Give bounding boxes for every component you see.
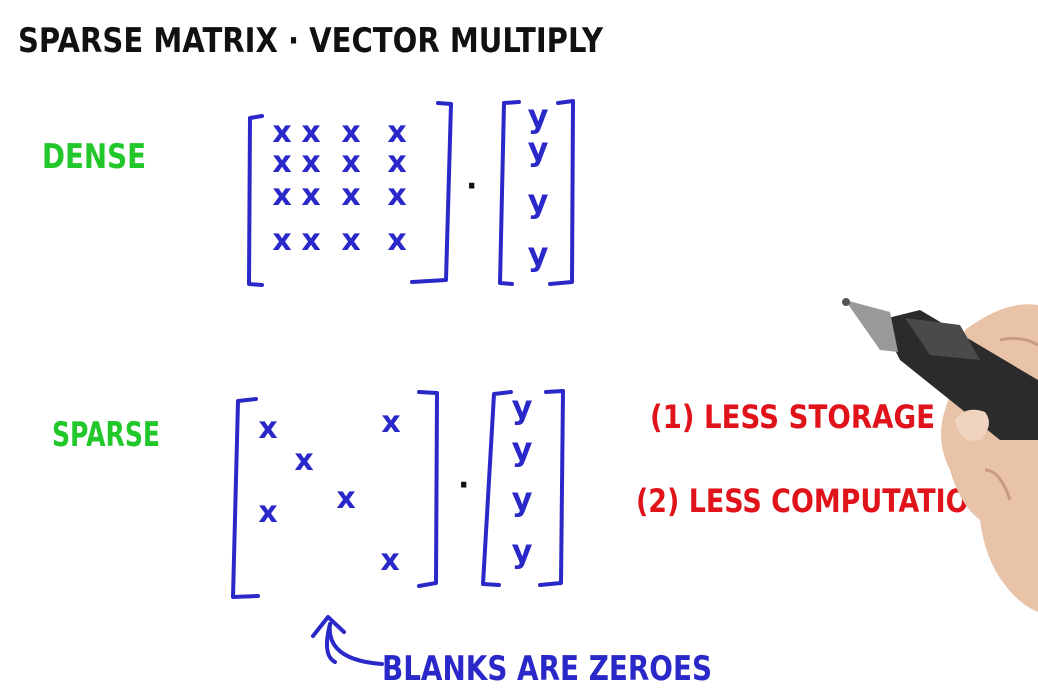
sparse-matrix-entry: x	[294, 443, 313, 478]
sparse-vector-entry: y	[512, 532, 533, 570]
dense-matrix-entry: x	[387, 178, 406, 213]
dense-matrix-entry: x	[272, 115, 291, 150]
sparse-vector-left-bracket	[481, 390, 513, 587]
dense-matrix-entry: x	[341, 178, 360, 213]
sparse-vector-entry: y	[512, 480, 533, 518]
annotation-arrow-tail	[327, 622, 384, 666]
sparse-label: SPARSE	[52, 415, 160, 455]
sparse-matrix-entry: x	[258, 411, 277, 446]
dense-vector-right-bracket	[548, 99, 575, 286]
sparse-matrix-left-bracket	[231, 397, 260, 599]
sparse-matrix-entry: x	[258, 495, 277, 530]
dense-label: DENSE	[42, 137, 146, 177]
dense-vector-entry: y	[528, 235, 549, 273]
dense-matrix-entry: x	[301, 223, 320, 258]
benefit-less-computation: (2) LESS COMPUTATION	[636, 482, 991, 520]
dense-vector	[498, 99, 575, 286]
dense-matrix-entry: x	[301, 145, 320, 180]
sparse-matrix-entry: x	[380, 543, 399, 578]
sparse-vector	[481, 389, 565, 587]
dense-vector-entry: y	[528, 182, 549, 220]
dense-matrix	[247, 101, 453, 287]
sparse-matrix	[231, 390, 439, 599]
dense-matrix-entry: x	[301, 178, 320, 213]
dense-dot-operator: ·	[466, 169, 477, 204]
dense-vector-entry: y	[528, 130, 549, 168]
pen-tip	[845, 300, 898, 352]
dense-matrix-entry: x	[272, 145, 291, 180]
sparse-matrix-entry: x	[336, 481, 355, 516]
benefit-less-storage: (1) LESS STORAGE	[650, 398, 935, 436]
dense-matrix-entry: x	[301, 115, 320, 150]
sparse-vector-entry: y	[512, 388, 533, 426]
dense-matrix-entry: x	[341, 145, 360, 180]
dense-matrix-entry: x	[341, 223, 360, 258]
sparse-vector-right-bracket	[538, 389, 565, 587]
page-title: SPARSE MATRIX · VECTOR MULTIPLY	[18, 21, 603, 61]
sparse-dot-operator: ·	[458, 468, 469, 503]
sparse-matrix-right-bracket	[417, 390, 439, 588]
dense-matrix-entry: x	[387, 145, 406, 180]
dense-matrix-entry: x	[272, 178, 291, 213]
dense-matrix-entry: x	[387, 223, 406, 258]
dense-matrix-entry: x	[272, 223, 291, 258]
dense-matrix-left-bracket	[247, 114, 264, 287]
sparse-vector-entry: y	[512, 430, 533, 468]
dense-matrix-entry: x	[341, 115, 360, 150]
sparse-matrix-entry: x	[381, 405, 400, 440]
pen-grip	[905, 318, 980, 360]
dense-matrix-right-bracket	[410, 101, 453, 284]
dense-matrix-entry: x	[387, 115, 406, 150]
annotation-blanks-are-zeroes: BLANKS ARE ZEROES	[382, 649, 712, 689]
dense-vector-entry: y	[528, 97, 549, 135]
pen-in-hand-icon	[842, 298, 1038, 612]
pen-body	[880, 310, 1038, 440]
dense-vector-left-bracket	[498, 100, 521, 286]
